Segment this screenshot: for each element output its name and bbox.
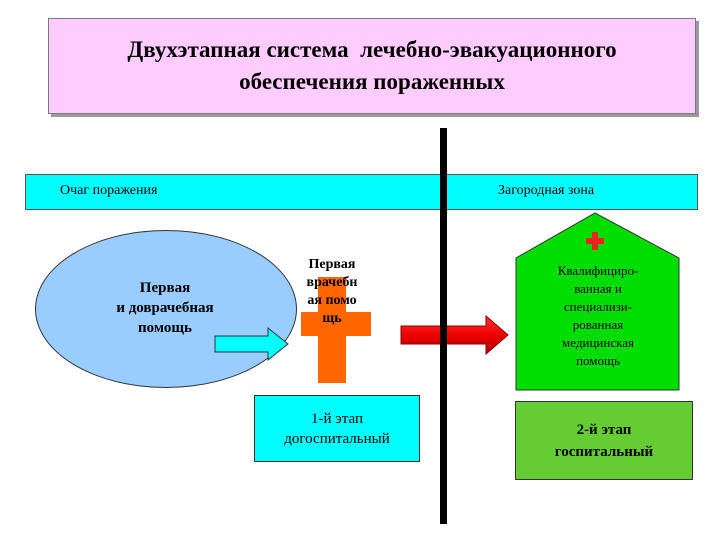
first-aid-text: Первая и доврачебная помощь (70, 278, 260, 338)
zone-divider-line (440, 128, 447, 524)
title-line-1: Двухэтапная система лечебно-эвакуационно… (127, 37, 617, 62)
specialized-care-line-1: Квалифициро- (557, 263, 639, 278)
hospital-icon (515, 212, 680, 391)
medical-cross-horizontal (301, 312, 371, 336)
specialized-care-line-6: помощь (576, 353, 620, 368)
zone-bar (25, 174, 698, 210)
first-aid-ellipse (35, 230, 297, 388)
diagram-title-box: Двухэтапная система лечебно-эвакуационно… (48, 18, 696, 114)
stage1-box: 1-й этап догоспитальный (254, 395, 420, 462)
zone-label-lesion-focus: Очаг поражения (60, 183, 158, 198)
first-aid-line-1: Первая (139, 280, 191, 296)
specialized-care-text: Квалифициро- ванная и специализи- рованн… (516, 262, 680, 370)
title-line-2: обеспечения пораженных (239, 69, 505, 94)
specialized-care-line-5: медицинская (562, 335, 634, 350)
first-medical-aid-text: Первая врачебная помощь (306, 257, 358, 326)
evacuation-arrow (400, 314, 509, 356)
specialized-care-line-3: специализи- (563, 299, 633, 314)
stage2-line-2: госпитальный (554, 443, 654, 460)
specialized-care-line-2: ванная и (574, 281, 622, 296)
zone-label-suburban: Загородная зона (498, 183, 595, 198)
stage2-box: 2-й этап госпитальный (515, 401, 693, 480)
stage1-line-1: 1-й этап (311, 410, 363, 427)
small-arrow (214, 326, 289, 362)
first-aid-line-2: и доврачебная (116, 300, 214, 316)
first-aid-line-3: помощь (138, 320, 192, 336)
specialized-care-line-4: рованная (572, 317, 624, 332)
stage1-line-2: догоспитальный (284, 430, 390, 447)
stage2-line-1: 2-й этап (576, 421, 632, 438)
